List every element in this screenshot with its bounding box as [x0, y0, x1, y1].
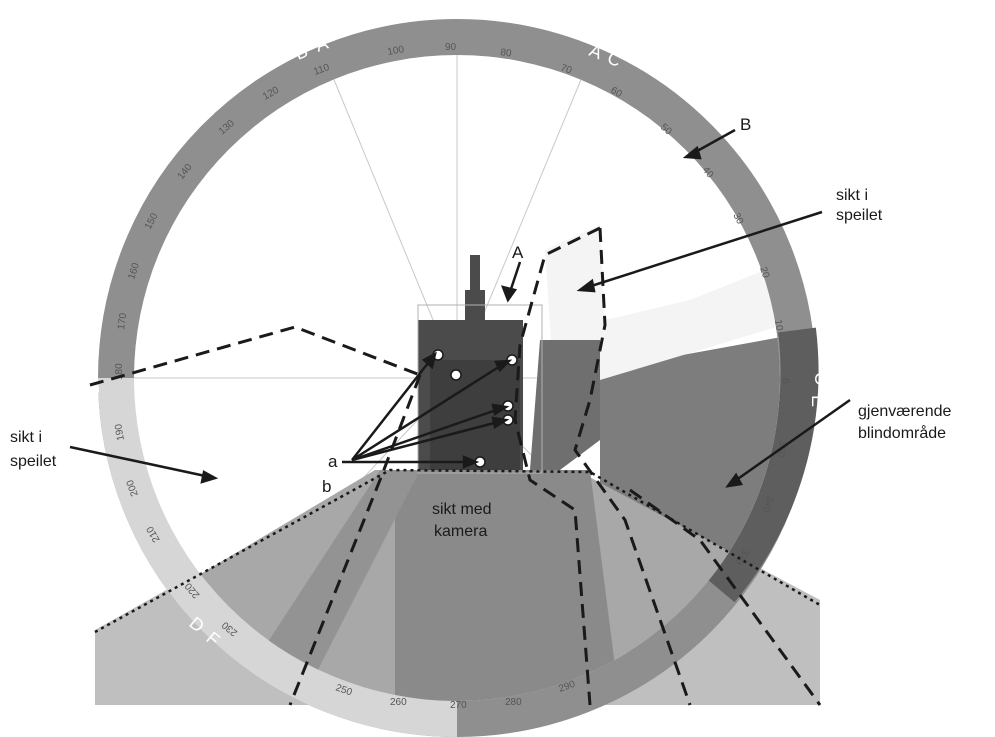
label-mirror-right-line2: speilet: [836, 207, 883, 224]
tick-label: 190: [113, 423, 127, 442]
tick-label: 20: [757, 266, 771, 280]
label-mirror-left-line2: speilet: [10, 453, 57, 470]
tick-label: 80: [500, 47, 513, 60]
compass-ring-light-sector: [98, 377, 458, 737]
tick-label: 100: [387, 44, 406, 58]
blind-left-boundary: [573, 227, 692, 706]
mirror-left-boundary: [89, 325, 421, 387]
vehicle-side-area: [530, 340, 600, 470]
label-camera-line2: kamera: [434, 523, 487, 540]
ring-letter: C: [811, 372, 831, 385]
tick-label: 110: [312, 62, 331, 78]
tick-label: 180: [114, 363, 125, 380]
tick-label: 280: [505, 697, 522, 708]
label-camera-line1: sikt med: [432, 501, 492, 518]
label-b: b: [322, 477, 331, 496]
ring-letter: B: [80, 360, 100, 372]
tick-label: 60: [609, 85, 625, 100]
mirror-right-boundary: [513, 226, 601, 706]
mirror-view-area-right: [545, 225, 780, 400]
camera-box: [417, 304, 543, 474]
camera-left-boundary: [288, 374, 422, 706]
tick-label: 0: [779, 378, 790, 384]
boundary-lines: [89, 226, 822, 706]
tick-label: 160: [126, 261, 142, 281]
tick-label: 260: [390, 697, 407, 708]
tick-label: 170: [116, 312, 129, 330]
shadow-band: [230, 470, 420, 701]
point-a2: [450, 369, 462, 381]
label-a: a: [328, 452, 338, 471]
callout-arrows: [69, 128, 851, 488]
ground-edge-dotted: [94, 468, 821, 634]
vehicle: [418, 255, 523, 470]
tick-label: 270: [450, 700, 467, 711]
label-A: A: [512, 243, 524, 262]
label-blind-line1: gjenværende: [858, 403, 952, 420]
ring-letter: E: [808, 395, 828, 407]
tick-label: 10: [772, 319, 785, 332]
tick-label: 30: [730, 211, 745, 226]
label-mirror-right-line1: sikt i: [836, 187, 868, 204]
label-B: B: [740, 115, 751, 134]
tick-label: 90: [445, 42, 457, 53]
label-blind-line2: blindområde: [858, 424, 946, 442]
compass-ring-dark-sector: [705, 327, 819, 603]
blind-right-boundary: [629, 488, 822, 706]
tick-label: 70: [559, 62, 574, 76]
camera-view-area: [395, 470, 620, 701]
label-mirror-left-line1: sikt i: [10, 429, 42, 446]
